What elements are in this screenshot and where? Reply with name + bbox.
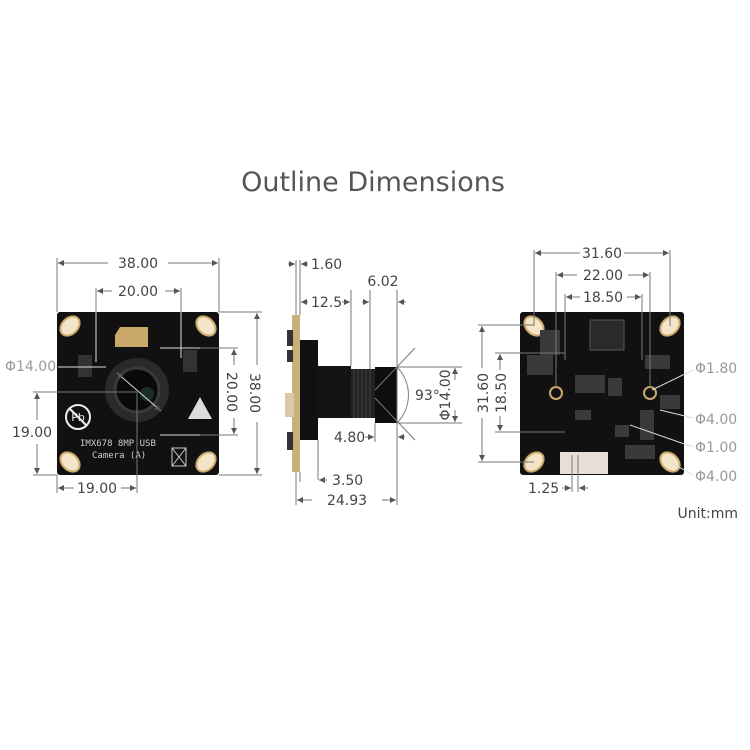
silk-model-text: IMX678 8MP USB: [80, 439, 156, 449]
dim-hole-spacing-v: 20.00: [223, 372, 239, 412]
page-title: Outline Dimensions: [241, 167, 505, 198]
mount-hole-pad: [59, 315, 81, 337]
usb-connector: [285, 393, 294, 417]
dim-hole-spacing-h: 20.00: [118, 284, 158, 300]
component: [183, 350, 197, 372]
lens-thread: [351, 369, 375, 418]
usb-controller-chip: [589, 319, 625, 351]
mount-hole-pad: [195, 451, 217, 473]
dim-pcb-thickness: 1.60: [311, 257, 342, 273]
dim-pad-outer-b: Φ4.00: [695, 469, 737, 485]
copper-pad: [115, 327, 148, 347]
dim-back-hole-spacing-h: 31.60: [582, 246, 622, 262]
mount-hole-pad: [195, 315, 217, 337]
front-view: Pb IMX678 8MP USB Camera (A) 38.00 20.00…: [5, 256, 262, 497]
component: [78, 355, 92, 377]
dim-total-depth: 24.93: [327, 493, 367, 509]
weee-bin-icon: [171, 447, 187, 467]
dim-via-hole: Φ1.00: [695, 440, 737, 456]
dim-back-hole-spacing-v: 31.60: [476, 373, 492, 413]
lens-front: [375, 367, 397, 423]
dim-width: 38.00: [118, 256, 158, 272]
dim-pad-outer-a: Φ4.00: [695, 412, 737, 428]
dim-lens-diameter: Φ14.00: [5, 359, 56, 375]
esd-warning-icon: [188, 397, 212, 419]
lead-free-text: Pb: [71, 411, 85, 424]
mount-hole: [549, 386, 563, 400]
dim-holder-offset: 3.50: [332, 473, 363, 489]
dim-lens-center-x: 19.00: [77, 481, 117, 497]
dim-mount-spacing-a: 22.00: [583, 268, 623, 284]
usb-connector: [560, 452, 608, 474]
lens-barrel: [318, 366, 351, 418]
lens-holder: [300, 340, 318, 440]
side-pcb: [292, 315, 300, 472]
lead-free-slash: [69, 408, 87, 426]
dim-connector-pitch: 1.25: [528, 481, 559, 497]
dim-mount-hole: Φ1.80: [695, 361, 737, 377]
dim-thread: 4.80: [334, 430, 365, 446]
weee-cross: [171, 447, 187, 467]
dim-side-lens-diameter: Φ14.00: [438, 369, 454, 420]
silk-camera-text: Camera (A): [92, 451, 146, 461]
back-view: 31.60 22.00 18.50 31.60 18.50 Φ1.80 Φ4.0…: [476, 246, 738, 522]
dim-fov: 93°: [415, 388, 440, 404]
dim-lens-front: 6.02: [367, 274, 398, 290]
mount-hole-pad: [59, 451, 81, 473]
dim-lens-center-y: 19.00: [12, 425, 52, 441]
dim-mount-spacing-b: 18.50: [583, 290, 623, 306]
side-view: 1.60 12.5 6.02 Φ14.00 93° 4.80 3.50 24.9…: [285, 257, 462, 509]
dim-lens-length: 12.5: [311, 295, 342, 311]
dim-height: 38.00: [246, 373, 262, 413]
lead-free-icon: [65, 404, 91, 430]
dim-back-mount-spacing-v: 18.50: [494, 373, 510, 413]
unit-label: Unit:mm: [678, 506, 739, 522]
